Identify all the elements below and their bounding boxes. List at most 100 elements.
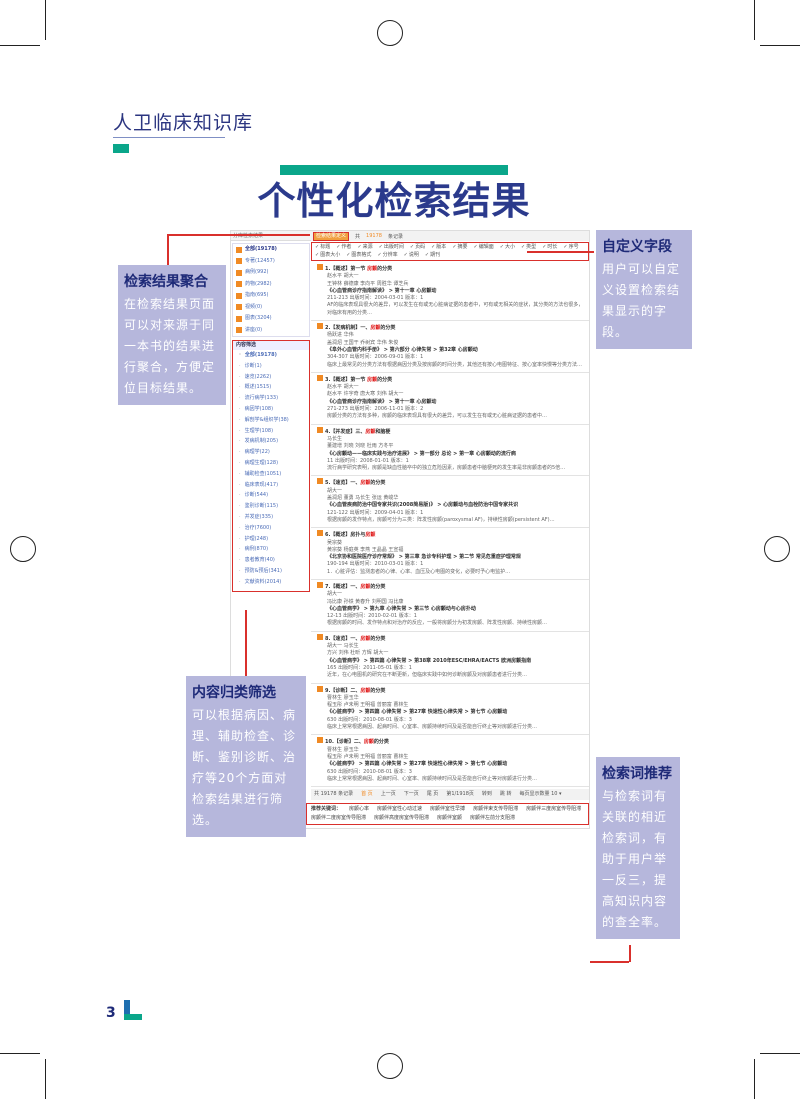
- filter-item[interactable]: 病理学(22): [233, 447, 309, 458]
- result-pages: 211-213 出版时间：2004-03-01 版本：1: [327, 295, 424, 302]
- filter-item[interactable]: 全部(19178): [233, 350, 309, 361]
- result-title[interactable]: 4.【并发症】三、房颤和脑梗: [317, 426, 585, 436]
- filter-item[interactable]: 发病机制(205): [233, 436, 309, 447]
- filter-item[interactable]: 患者教育(40): [233, 555, 309, 566]
- next-page-button[interactable]: 下一页: [403, 791, 419, 798]
- field-checkbox[interactable]: 出版时间: [379, 244, 404, 251]
- result-title[interactable]: 1.【概述】第一节 房颤的分类: [317, 264, 585, 273]
- result-title[interactable]: 6.【概述】房扑与房颤: [317, 530, 585, 539]
- result-item: 5.【速览】一、房颤的分类胡大一盖润炤 董勇 马长生 张运 黄峻华《心血管疾病防…: [311, 476, 589, 529]
- keyword-link[interactable]: 房颤心率: [349, 806, 370, 813]
- field-checkbox[interactable]: 页码: [410, 244, 425, 251]
- callout-arrow: [167, 234, 169, 265]
- filter-item[interactable]: 解剖学&组织学(38): [233, 415, 309, 426]
- go-button[interactable]: 跳 转: [499, 791, 512, 798]
- aggregate-item[interactable]: 指南(695): [233, 290, 309, 302]
- field-checkbox[interactable]: 图表大小: [315, 252, 340, 259]
- filter-item[interactable]: 治疗(7600): [233, 523, 309, 534]
- aggregate-item[interactable]: 全部(19178): [233, 244, 309, 256]
- field-checkbox[interactable]: 摘要: [452, 244, 468, 251]
- result-title[interactable]: 7.【概述】一、房颤的分类: [317, 581, 585, 591]
- field-checkbox[interactable]: 作者: [336, 244, 351, 251]
- filter-item[interactable]: 生理学(108): [233, 426, 309, 437]
- first-page-button[interactable]: 首 页: [361, 791, 373, 798]
- result-title[interactable]: 3.【概述】第一节 房颤的分类: [317, 374, 585, 384]
- result-title-text: 【速览】一、: [330, 635, 361, 642]
- filter-item[interactable]: 病理生理(128): [233, 458, 309, 469]
- result-title[interactable]: 10.【诊断】二、房颤的分类: [317, 737, 585, 746]
- result-author: 吴宗葵: [327, 539, 343, 546]
- result-keyword: 房颤: [360, 687, 371, 694]
- last-page-button[interactable]: 尾 页: [426, 791, 439, 798]
- result-title[interactable]: 5.【速览】一、房颤的分类: [317, 478, 585, 487]
- filter-item[interactable]: 速览(2262): [233, 372, 309, 383]
- crop-mark: [754, 1059, 755, 1099]
- aggregate-label: 药物(2982): [245, 280, 272, 287]
- result-author: 赵水平 胡大一: [327, 273, 359, 280]
- result-title-tail: 的分类: [380, 325, 396, 332]
- field-checkbox[interactable]: 分辨率: [377, 252, 398, 259]
- per-page-select[interactable]: 每页显示数量 10 ▾: [519, 791, 562, 798]
- field-checkbox[interactable]: 期刊: [425, 252, 440, 259]
- filter-item[interactable]: 诊断(1): [233, 361, 309, 372]
- keyword-link[interactable]: 房颤伴高度房室传导阻滞: [374, 815, 430, 822]
- library-icon: [236, 246, 242, 253]
- field-checkbox[interactable]: 大小: [500, 244, 515, 251]
- keyword-link[interactable]: 房颤伴左前分支阻滞: [470, 815, 516, 822]
- sidebar: 分库检索结果 全部(19178)专著(12457)病例(992)药物(2982)…: [231, 231, 311, 828]
- field-checkbox[interactable]: 序号: [563, 244, 579, 251]
- callout-aggregate: 检索结果聚合 在检索结果页面可以对来源于同一本书的结果进行聚合，方便定位目标结果…: [118, 265, 226, 405]
- filter-item[interactable]: 临床表现(417): [233, 480, 309, 491]
- field-checkbox[interactable]: 时长: [542, 244, 557, 251]
- filter-item[interactable]: 病因学(108): [233, 404, 309, 415]
- result-keyword: 房颤: [370, 325, 381, 332]
- filter-item[interactable]: 流行病学(133): [233, 393, 309, 404]
- prev-page-button[interactable]: 上一页: [380, 791, 396, 798]
- result-title[interactable]: 8.【速览】一、房颤的分类: [317, 633, 585, 643]
- aggregate-item[interactable]: 图表(3204): [233, 313, 309, 325]
- filter-item[interactable]: 病例(870): [233, 544, 309, 555]
- field-checkbox[interactable]: 来源: [357, 244, 373, 251]
- field-checkbox[interactable]: 版本: [431, 244, 446, 251]
- aggregate-item[interactable]: 药物(2982): [233, 279, 309, 291]
- keyword-link[interactable]: 房颤伴二度房室传导阻滞: [311, 815, 367, 822]
- filter-item[interactable]: 文献资料(2014): [233, 577, 309, 588]
- filter-item[interactable]: 鉴别诊断(115): [233, 501, 309, 512]
- library-icon: [236, 315, 242, 322]
- aggregate-item[interactable]: 病例(992): [233, 267, 309, 279]
- results-main: 检索结果定义 共 19178 条记录 标题作者来源出版时间页码版本摘要编辑面大小…: [306, 231, 589, 828]
- customize-fields-button[interactable]: 检索结果定义: [313, 231, 350, 241]
- filter-item[interactable]: 辅助检查(1051): [233, 469, 309, 480]
- result-title[interactable]: 2.【发病机制】一、房颤的分类: [317, 323, 585, 332]
- field-checkbox[interactable]: 图表格式: [346, 252, 371, 259]
- total-suffix: 条记录: [387, 233, 403, 240]
- result-editor: 董建增 刘晓 刘晓 杜雨 方冬平: [327, 443, 394, 450]
- filter-item[interactable]: 护理(248): [233, 534, 309, 545]
- aggregate-item[interactable]: 讲座(0): [233, 325, 309, 337]
- result-editor: 黄宗葵 杨庭英 李燕 王晶晶 王宣福: [327, 546, 404, 553]
- keyword-link[interactable]: 房颤伴室性早搏: [430, 806, 466, 813]
- callout-text: 用户可以自定义设置检索结果显示的字段。: [602, 262, 681, 339]
- result-pages: 630 出版时间：2010-08-01 版本：3: [327, 716, 412, 723]
- filter-item[interactable]: 诊断(544): [233, 490, 309, 501]
- keyword-link[interactable]: 房颤伴室性心动过速: [377, 806, 423, 813]
- field-checkbox[interactable]: 说明: [404, 252, 419, 259]
- keyword-link[interactable]: 房颤伴束支传导阻滞: [473, 806, 519, 813]
- field-checkbox[interactable]: 编辑面: [474, 244, 494, 251]
- filter-item[interactable]: 概述(1515): [233, 382, 309, 393]
- filter-item[interactable]: 预防&预后(341): [233, 566, 309, 577]
- result-pages: 630 出版时间：2010-08-01 版本：3: [327, 768, 412, 775]
- page-title: 个性化检索结果: [257, 179, 531, 223]
- field-checkbox[interactable]: 标题: [315, 244, 330, 251]
- keyword-link[interactable]: 房颤伴室颤: [437, 815, 463, 822]
- aggregate-item[interactable]: 专著(12457): [233, 256, 309, 268]
- aggregate-item[interactable]: 视频(0): [233, 302, 309, 314]
- result-title[interactable]: 9.【诊断】二、房颤的分类: [317, 685, 585, 695]
- total-prefix: 共: [355, 233, 361, 240]
- result-pages: 165 出版时间：2011-05-01 版本：1: [327, 664, 412, 671]
- result-summary: AF的临床表现具很大的差异，可以发生在有或无心脏病证据的患者中，可有或无相关的症…: [327, 302, 584, 316]
- keyword-link[interactable]: 房颤伴三度房室传导阻滞: [526, 806, 582, 813]
- filter-item[interactable]: 并发症(335): [233, 512, 309, 523]
- field-checkbox[interactable]: 类型: [521, 244, 536, 251]
- result-item: 10.【诊断】二、房颤的分类曹林生 廖玉华程玉彤 卢未明 王明福 曾丽富 曹林生…: [311, 735, 589, 788]
